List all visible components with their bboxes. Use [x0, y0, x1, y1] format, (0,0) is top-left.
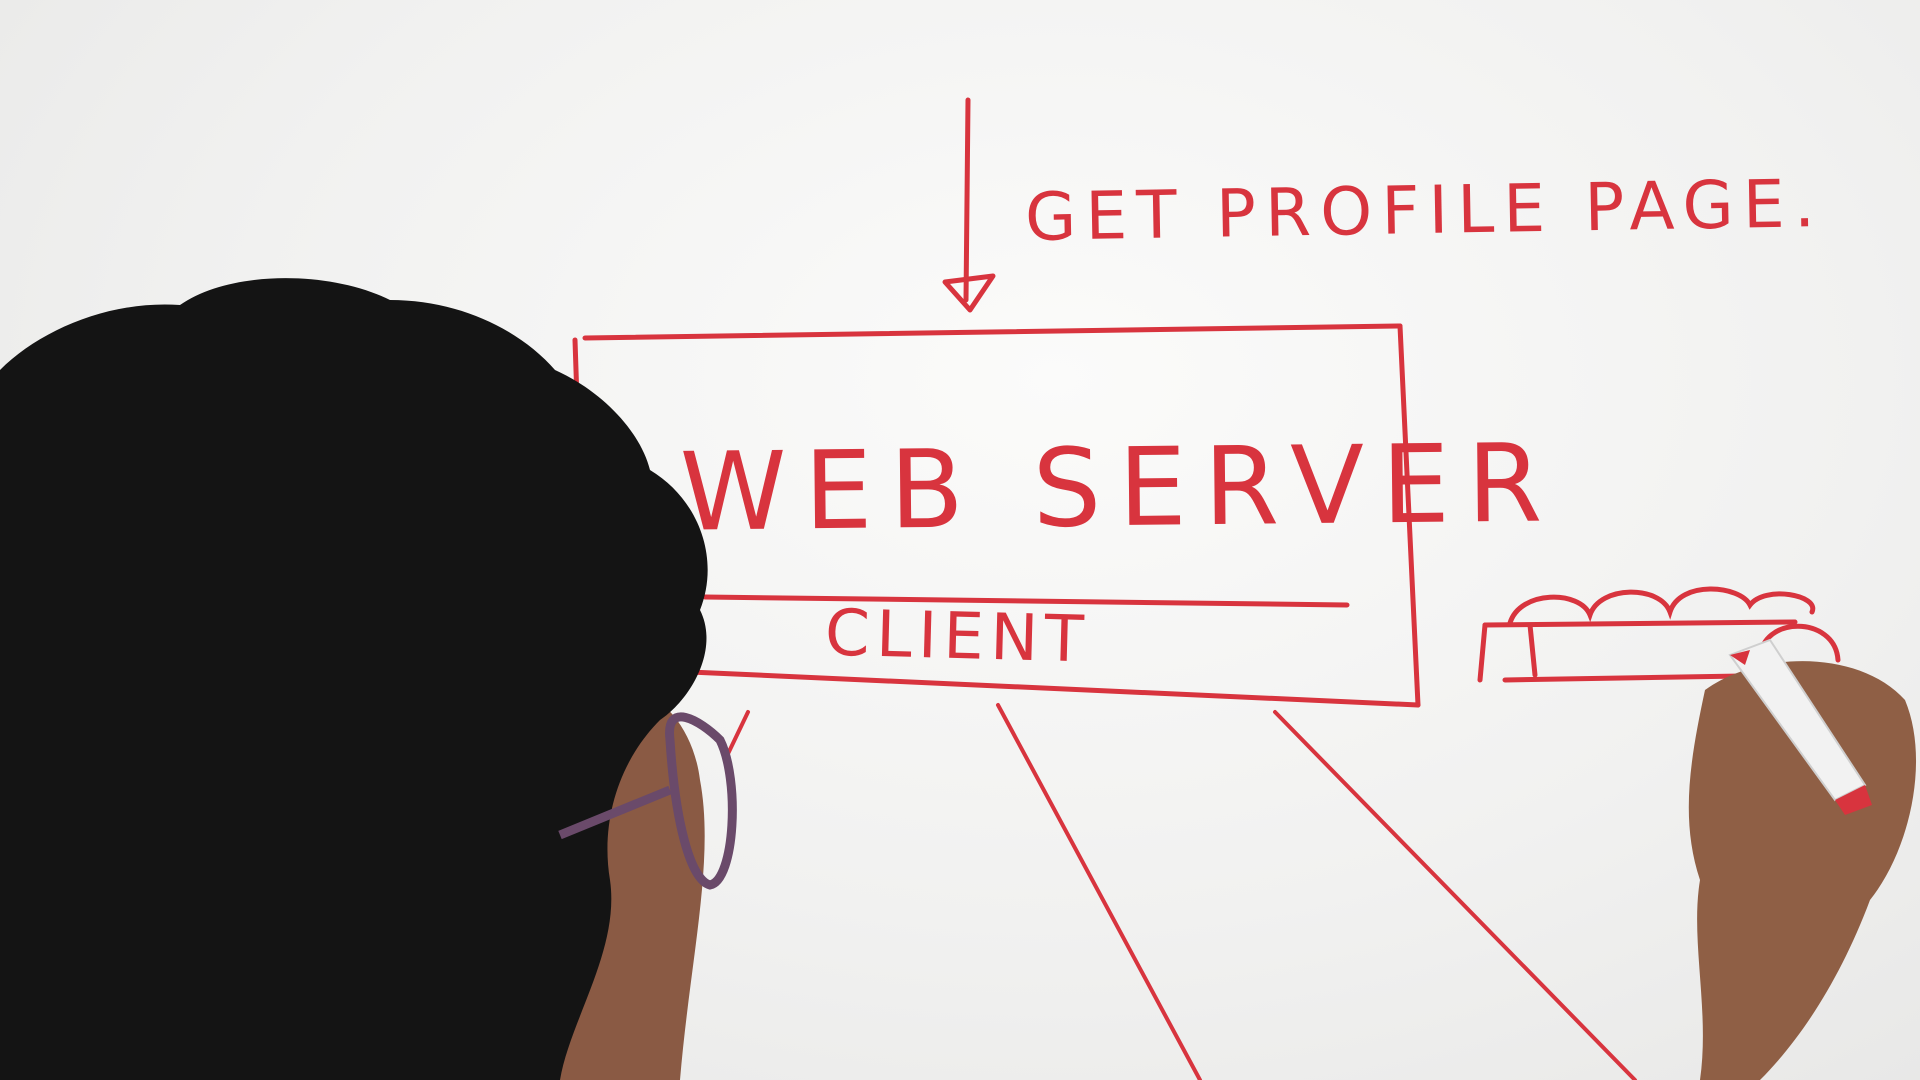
server-label: WEB SERVER	[679, 421, 1560, 556]
request-arrow	[942, 97, 996, 313]
presenter-hair	[0, 278, 708, 1080]
presenter-figure	[0, 278, 737, 1080]
glasses-icon	[558, 712, 737, 890]
web-server-box	[572, 323, 1421, 708]
connection-lines	[723, 703, 1637, 1080]
client-label: CLIENT	[824, 596, 1091, 678]
request-label: GET PROFILE PAGE.	[1024, 165, 1825, 256]
presenter-hand	[1688, 661, 1917, 1080]
hand-with-marker	[1688, 638, 1917, 1080]
